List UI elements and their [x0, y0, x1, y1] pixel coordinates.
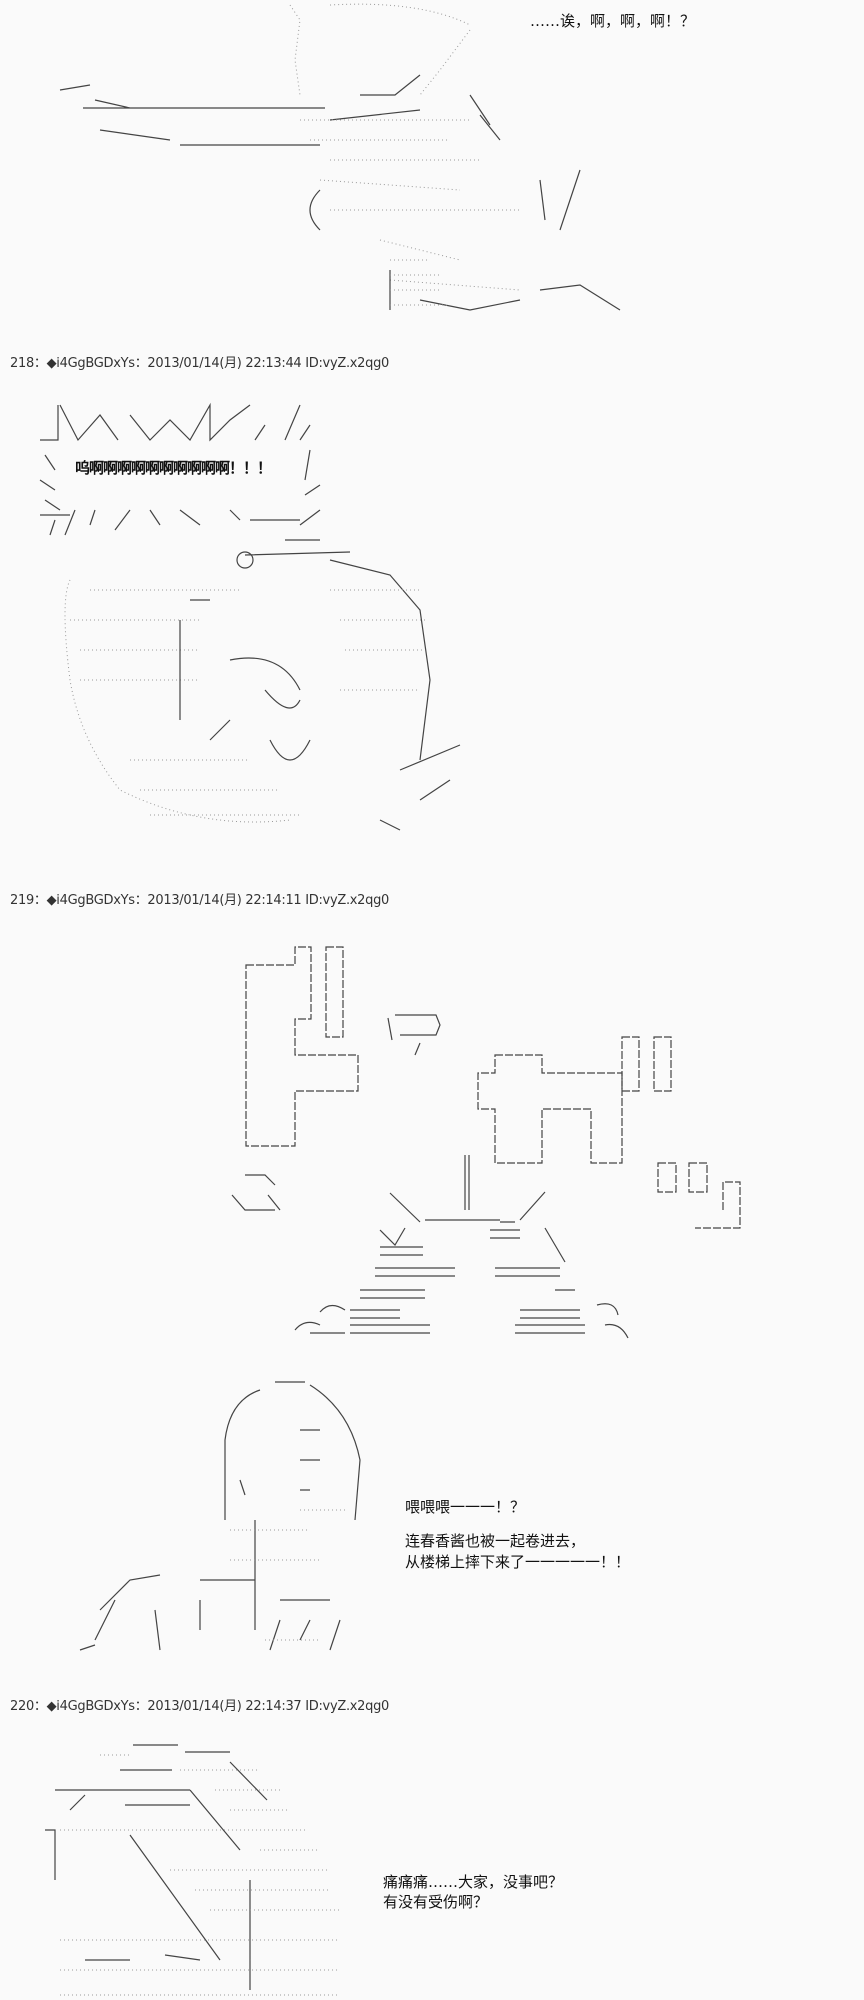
dialogue-fall-2: 从楼梯上摔下来了一一一一一！！	[405, 1553, 631, 1571]
dialogue-top: ……诶，啊，啊，啊！？	[530, 12, 696, 30]
ascii-art-crowd-219	[294, 1155, 629, 1339]
dialogue-ouch-1: 痛痛痛……大家，没事吧？	[383, 1873, 564, 1891]
post-header-219: 219：◆i4GgBGDxYs：2013/01/14(月) 22:14:11 I…	[10, 893, 390, 908]
post-header-220: 220：◆i4GgBGDxYs：2013/01/14(月) 22:14:37 I…	[10, 1699, 390, 1714]
ascii-art-top	[59, 3, 621, 311]
dialogue-ouch-2: 有没有受伤啊？	[383, 1893, 489, 1911]
ascii-art-sfx-219	[231, 946, 741, 1229]
post-header-218: 218：◆i4GgBGDxYs：2013/01/14(月) 22:13:44 I…	[10, 356, 390, 371]
dialogue-fall-1: 连春香酱也被一起卷进去，	[405, 1532, 586, 1550]
ascii-art-character-220	[45, 1744, 340, 1996]
dialogue-shout: 呜啊啊啊啊啊啊啊啊啊啊！！！	[75, 459, 272, 477]
shout-bubble	[39, 402, 321, 536]
ascii-art-character-218	[64, 539, 461, 831]
dialogue-hey: 喂喂喂一一一！？	[405, 1498, 526, 1516]
ascii-art-chibi	[79, 1381, 361, 1651]
